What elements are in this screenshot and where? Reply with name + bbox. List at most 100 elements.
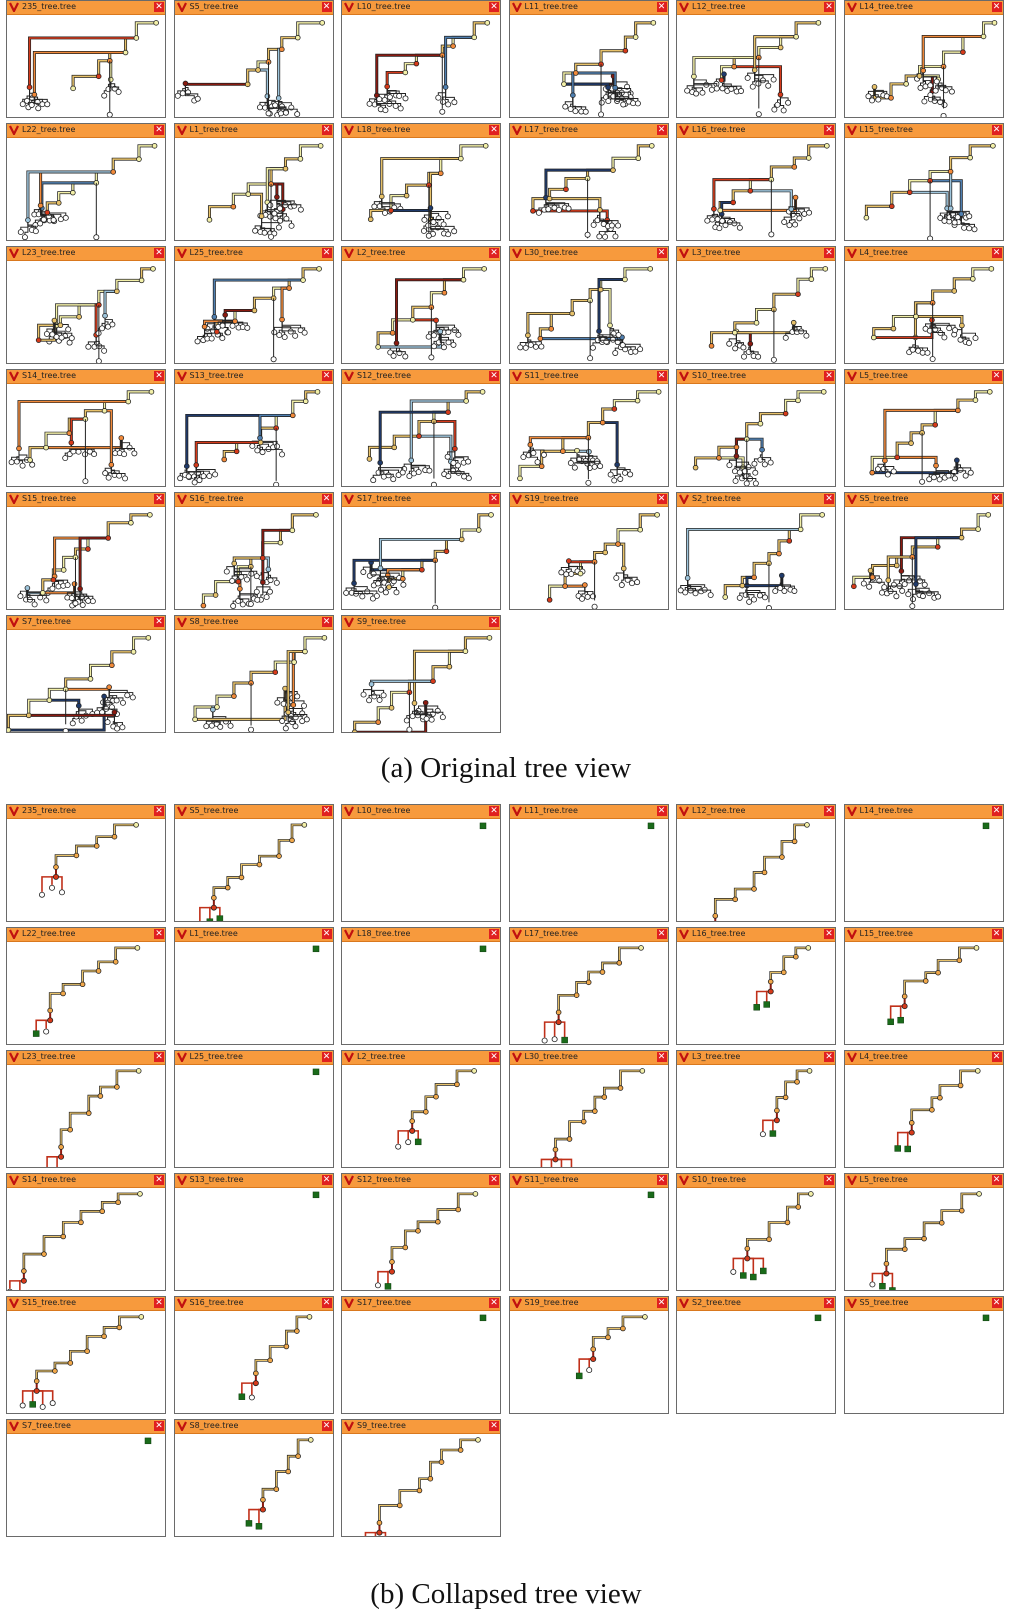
close-icon[interactable]: ✕ — [991, 371, 1002, 381]
close-icon[interactable]: ✕ — [656, 2, 667, 12]
window-titlebar[interactable]: L22_tree.tree✕ — [7, 124, 165, 138]
window-titlebar[interactable]: L5_tree.tree✕ — [844, 370, 1003, 384]
window-titlebar[interactable]: S8_tree.tree✕ — [174, 616, 333, 630]
tree-window[interactable]: S2_tree.tree✕ — [676, 1296, 836, 1414]
close-icon[interactable]: ✕ — [321, 1298, 332, 1308]
tree-window[interactable]: L12_tree.tree✕ — [676, 804, 836, 922]
tree-canvas[interactable] — [510, 819, 668, 921]
close-icon[interactable]: ✕ — [824, 2, 834, 12]
tree-window[interactable]: 235_tree.tree✕ — [6, 804, 166, 922]
tree-window[interactable]: S10_tree.tree✕ — [676, 369, 836, 487]
window-titlebar[interactable]: S5_tree.tree✕ — [844, 1297, 1003, 1311]
close-icon[interactable]: ✕ — [991, 806, 1002, 816]
tree-canvas[interactable] — [7, 1311, 165, 1413]
tree-window[interactable]: S12_tree.tree✕ — [341, 369, 501, 487]
close-icon[interactable]: ✕ — [991, 494, 1002, 504]
window-titlebar[interactable]: L22_tree.tree✕ — [7, 928, 165, 942]
window-titlebar[interactable]: L25_tree.tree✕ — [174, 1051, 333, 1065]
close-icon[interactable]: ✕ — [824, 371, 834, 381]
close-icon[interactable]: ✕ — [991, 248, 1002, 258]
tree-canvas[interactable] — [175, 1065, 333, 1167]
tree-window[interactable]: S11_tree.tree✕ — [508, 1173, 669, 1291]
tree-window[interactable]: S19_tree.tree✕ — [508, 1296, 669, 1414]
close-icon[interactable]: ✕ — [321, 1052, 332, 1062]
tree-canvas[interactable] — [7, 384, 165, 486]
window-titlebar[interactable]: L4_tree.tree✕ — [844, 1051, 1003, 1065]
window-titlebar[interactable]: S10_tree.tree✕ — [677, 1174, 835, 1188]
tree-window[interactable]: S14_tree.tree✕ — [6, 1173, 166, 1291]
tree-canvas[interactable] — [7, 261, 165, 363]
window-titlebar[interactable]: L1_tree.tree✕ — [174, 928, 333, 942]
close-icon[interactable]: ✕ — [656, 806, 667, 816]
tree-canvas[interactable] — [677, 507, 835, 609]
tree-window[interactable]: L10_tree.tree✕ — [341, 804, 501, 922]
close-icon[interactable]: ✕ — [656, 1052, 667, 1062]
close-icon[interactable]: ✕ — [154, 1052, 164, 1062]
tree-window[interactable]: L23_tree.tree✕ — [6, 246, 166, 364]
tree-canvas[interactable] — [677, 1188, 835, 1290]
tree-window[interactable]: S11_tree.tree✕ — [508, 369, 669, 487]
close-icon[interactable]: ✕ — [824, 806, 834, 816]
window-titlebar[interactable]: S14_tree.tree✕ — [7, 370, 165, 384]
tree-canvas[interactable] — [175, 1434, 333, 1536]
tree-window[interactable]: L17_tree.tree✕ — [508, 123, 669, 241]
tree-window[interactable]: S8_tree.tree✕ — [173, 615, 334, 733]
tree-window[interactable]: L1_tree.tree✕ — [173, 123, 334, 241]
tree-window[interactable]: L25_tree.tree✕ — [173, 246, 334, 364]
tree-canvas[interactable] — [175, 819, 333, 921]
tree-window[interactable]: L12_tree.tree✕ — [676, 0, 836, 118]
window-titlebar[interactable]: S17_tree.tree✕ — [342, 1297, 500, 1311]
tree-window[interactable]: L3_tree.tree✕ — [676, 1050, 836, 1168]
tree-canvas[interactable] — [510, 261, 668, 363]
tree-canvas[interactable] — [845, 1188, 1003, 1290]
tree-canvas[interactable] — [7, 630, 165, 732]
tree-window[interactable]: L10_tree.tree✕ — [341, 0, 501, 118]
tree-window[interactable]: S14_tree.tree✕ — [6, 369, 166, 487]
tree-canvas[interactable] — [510, 138, 668, 240]
tree-window[interactable]: L30_tree.tree✕ — [508, 1050, 669, 1168]
tree-window[interactable]: L5_tree.tree✕ — [843, 1173, 1004, 1291]
window-titlebar[interactable]: L4_tree.tree✕ — [844, 247, 1003, 261]
window-titlebar[interactable]: S12_tree.tree✕ — [342, 370, 500, 384]
tree-window[interactable]: L5_tree.tree✕ — [843, 369, 1004, 487]
close-icon[interactable]: ✕ — [321, 929, 332, 939]
tree-window[interactable]: L30_tree.tree✕ — [508, 246, 669, 364]
tree-window[interactable]: L23_tree.tree✕ — [6, 1050, 166, 1168]
close-icon[interactable]: ✕ — [991, 929, 1002, 939]
tree-window[interactable]: S9_tree.tree✕ — [341, 615, 501, 733]
tree-window[interactable]: L15_tree.tree✕ — [843, 927, 1004, 1045]
tree-canvas[interactable] — [510, 942, 668, 1044]
tree-canvas[interactable] — [7, 1434, 165, 1536]
tree-canvas[interactable] — [510, 1065, 668, 1167]
tree-canvas[interactable] — [342, 1188, 500, 1290]
tree-window[interactable]: S17_tree.tree✕ — [341, 1296, 501, 1414]
tree-canvas[interactable] — [510, 1188, 668, 1290]
tree-window[interactable]: S16_tree.tree✕ — [173, 1296, 334, 1414]
window-titlebar[interactable]: S12_tree.tree✕ — [342, 1174, 500, 1188]
tree-window[interactable]: L11_tree.tree✕ — [508, 804, 669, 922]
tree-window[interactable]: L14_tree.tree✕ — [843, 0, 1004, 118]
window-titlebar[interactable]: S16_tree.tree✕ — [174, 493, 333, 507]
window-titlebar[interactable]: S2_tree.tree✕ — [677, 1297, 835, 1311]
tree-window[interactable]: S5_tree.tree✕ — [173, 0, 334, 118]
window-titlebar[interactable]: L12_tree.tree✕ — [677, 1, 835, 15]
close-icon[interactable]: ✕ — [824, 125, 834, 135]
tree-window[interactable]: L18_tree.tree✕ — [341, 123, 501, 241]
close-icon[interactable]: ✕ — [154, 1421, 164, 1431]
tree-window[interactable]: L16_tree.tree✕ — [676, 927, 836, 1045]
tree-canvas[interactable] — [342, 138, 500, 240]
close-icon[interactable]: ✕ — [656, 494, 667, 504]
close-icon[interactable]: ✕ — [321, 248, 332, 258]
window-titlebar[interactable]: L30_tree.tree✕ — [509, 1051, 668, 1065]
tree-canvas[interactable] — [845, 15, 1003, 117]
tree-window[interactable]: S19_tree.tree✕ — [508, 492, 669, 610]
tree-canvas[interactable] — [677, 819, 835, 921]
window-titlebar[interactable]: S7_tree.tree✕ — [7, 1420, 165, 1434]
close-icon[interactable]: ✕ — [489, 929, 499, 939]
close-icon[interactable]: ✕ — [489, 371, 499, 381]
tree-canvas[interactable] — [342, 1065, 500, 1167]
window-titlebar[interactable]: L11_tree.tree✕ — [509, 805, 668, 819]
tree-canvas[interactable] — [342, 261, 500, 363]
window-titlebar[interactable]: S13_tree.tree✕ — [174, 370, 333, 384]
tree-window[interactable]: S7_tree.tree✕ — [6, 1419, 166, 1537]
